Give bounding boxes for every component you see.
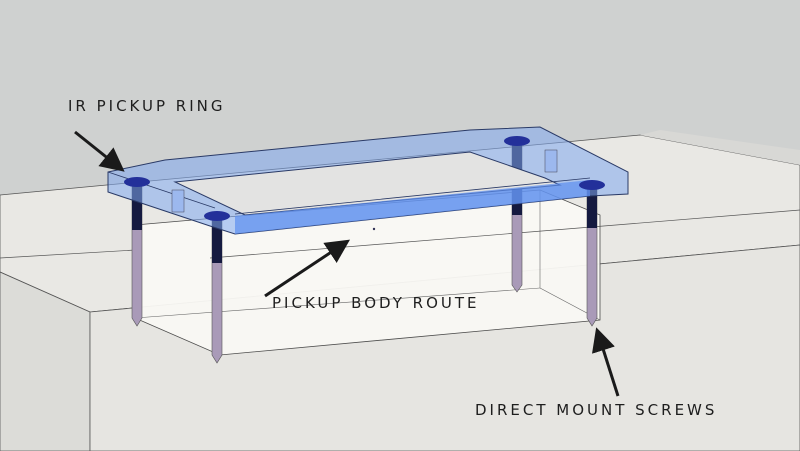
- ring-arrow: [74, 130, 125, 172]
- ir-pickup-ring: [107, 126, 629, 235]
- route-arrow: [264, 239, 351, 298]
- direct-mount-screws-label: DIRECT MOUNT SCREWS: [475, 401, 718, 419]
- screws-arrow: [592, 327, 620, 397]
- body-right-face: [640, 130, 800, 165]
- pickup-body-route-label: PICKUP BODY ROUTE: [272, 294, 480, 312]
- screw-heads: [124, 136, 605, 221]
- body-front-left-face: [0, 271, 91, 451]
- ir-pickup-ring-label: IR PICKUP RING: [68, 97, 226, 115]
